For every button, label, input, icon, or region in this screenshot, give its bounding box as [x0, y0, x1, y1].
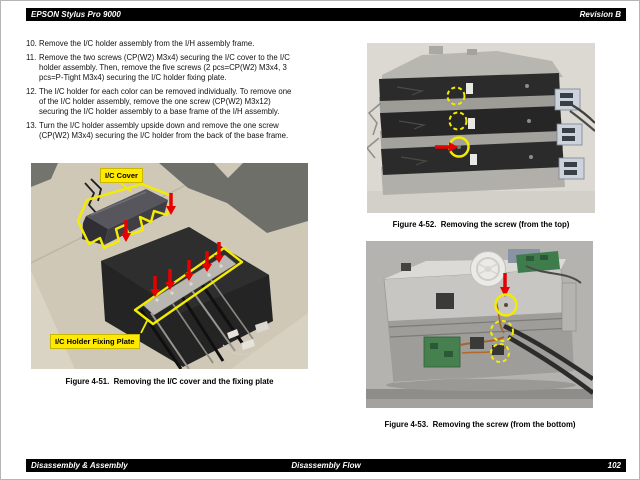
figure-4-51-caption: Figure 4-51. Removing the I/C cover and …: [65, 377, 274, 386]
figure-4-52: [367, 43, 595, 213]
figure-4-52-caption: Figure 4-52. Removing the screw (from th…: [392, 220, 570, 229]
ic-holder-fixing-plate: [142, 254, 237, 316]
step-item: 12. The I/C holder for each color can be…: [26, 87, 338, 117]
screw-highlight-circle: [494, 293, 518, 317]
ic-cover: [82, 189, 168, 245]
step-number: 10.: [26, 39, 37, 48]
step-number: 12.: [26, 87, 37, 96]
manual-title: EPSON Stylus Pro 9000: [31, 10, 121, 19]
holders-top-view-graphic: [367, 43, 595, 213]
footer-chapter-label: Disassembly Flow: [291, 461, 361, 470]
ic-holder-photo-graphic: [31, 163, 308, 369]
step-number: 13.: [26, 121, 37, 130]
figure-4-53: [366, 241, 593, 408]
page-number: 102: [607, 461, 621, 470]
assembly-bottom-view-graphic: [366, 241, 593, 408]
connector-cards: [554, 88, 585, 180]
screw-highlight-dashed-circle: [490, 320, 514, 342]
figure-4-51-photo: I/C Cover I/C Holder Fixing Plate: [31, 163, 308, 369]
screw-arrow-icon: [150, 242, 224, 297]
ic-cover-label: I/C Cover: [100, 168, 143, 183]
step-item: 10. Remove the I/C holder assembly from …: [26, 39, 338, 49]
pulley-wheel: [470, 251, 506, 287]
ic-holder-units: [379, 73, 565, 195]
step-text: The I/C holder for each color can be rem…: [39, 87, 292, 116]
step-item: 11. Remove the two screws (CP(W2) M3x4) …: [26, 53, 338, 83]
screw-arrow-icon: [435, 142, 458, 152]
screw-highlight-dashed-circle: [446, 86, 466, 106]
plate-label-leader-line: [140, 318, 149, 334]
screw-arrow-icon: [500, 273, 510, 297]
footer-bar: Disassembly & Assembly Disassembly Flow …: [26, 459, 626, 472]
header-bar: EPSON Stylus Pro 9000 Revision B: [26, 8, 626, 21]
figure-4-53-caption: Figure 4-53. Removing the screw (from th…: [384, 420, 576, 429]
figure-4-52-photo: [367, 43, 595, 213]
screw-highlight-dashed-circle: [490, 343, 510, 363]
screw-arrow-icon: [121, 193, 176, 242]
step-list: 10. Remove the I/C holder assembly from …: [26, 39, 338, 145]
circuit-board: [423, 336, 461, 368]
revision-label: Revision B: [579, 10, 621, 19]
screw-highlight-dashed-circle: [448, 111, 468, 131]
ic-cover-highlight-outline: [76, 182, 174, 250]
step-text: Remove the two screws (CP(W2) M3x4) secu…: [39, 53, 290, 82]
ic-holder-fixing-plate-label: I/C Holder Fixing Plate: [50, 334, 140, 349]
step-text: Remove the I/C holder assembly from the …: [39, 39, 255, 48]
step-text: Turn the I/C holder assembly upside down…: [39, 121, 289, 140]
figure-4-53-photo: [366, 241, 593, 408]
cover-label-leader-line: [118, 181, 133, 193]
step-number: 11.: [26, 53, 37, 62]
figure-4-51: I/C Cover I/C Holder Fixing Plate: [31, 163, 308, 369]
footer-section-label: Disassembly & Assembly: [31, 461, 128, 470]
step-item: 13. Turn the I/C holder assembly upside …: [26, 121, 338, 141]
